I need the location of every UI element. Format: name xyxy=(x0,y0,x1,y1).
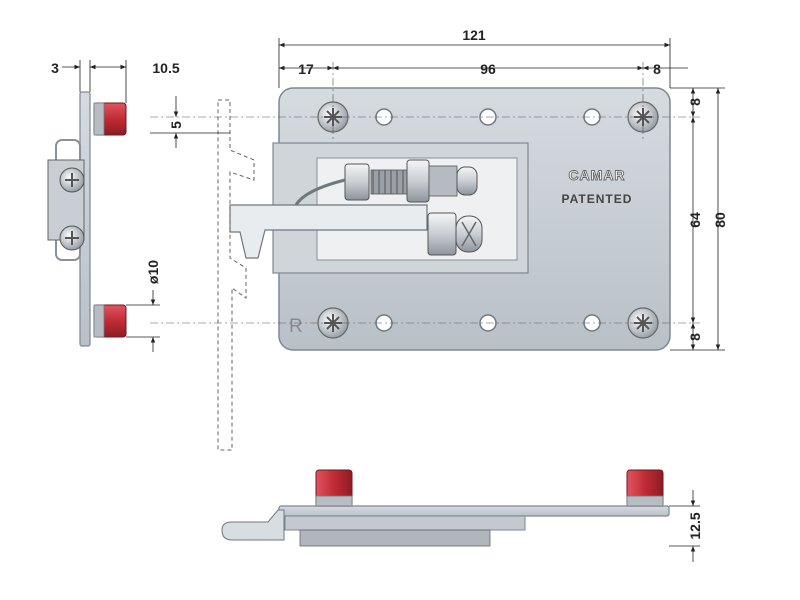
bottom-plate xyxy=(278,505,670,517)
slider-bar xyxy=(229,204,428,259)
bottom-slider xyxy=(221,509,285,541)
dimension-labels: 121 17 96 8 3 10.5 8 64 8 80 5 ø10 12.5 xyxy=(51,27,728,540)
wall-profile xyxy=(217,99,255,451)
dim-8-bottom: 8 xyxy=(687,333,703,341)
dim-96: 96 xyxy=(480,61,496,77)
side-view xyxy=(47,91,127,347)
dim-121: 121 xyxy=(462,27,486,43)
dim-bolt-diameter: ø10 xyxy=(145,260,161,284)
r-mark: R xyxy=(289,316,303,337)
dim-3: 3 xyxy=(51,60,59,76)
dim-8-top: 8 xyxy=(687,98,703,106)
brand-label: CAMAR xyxy=(568,167,625,183)
lock-assembly xyxy=(427,212,483,256)
patented-label: PATENTED xyxy=(562,192,633,206)
dim-17: 17 xyxy=(298,61,314,77)
spring-assembly xyxy=(294,159,478,206)
dim-80: 80 xyxy=(712,212,728,228)
dimension-lines xyxy=(62,38,725,562)
dim-64: 64 xyxy=(687,212,703,228)
dim-8-right: 8 xyxy=(653,61,661,77)
front-view: CAMAR PATENTED R xyxy=(217,87,671,451)
dim-5: 5 xyxy=(168,121,184,129)
center-lines xyxy=(150,62,700,324)
dim-12-5: 12.5 xyxy=(687,512,703,539)
dim-10-5: 10.5 xyxy=(152,60,179,76)
bottom-view xyxy=(221,469,670,547)
